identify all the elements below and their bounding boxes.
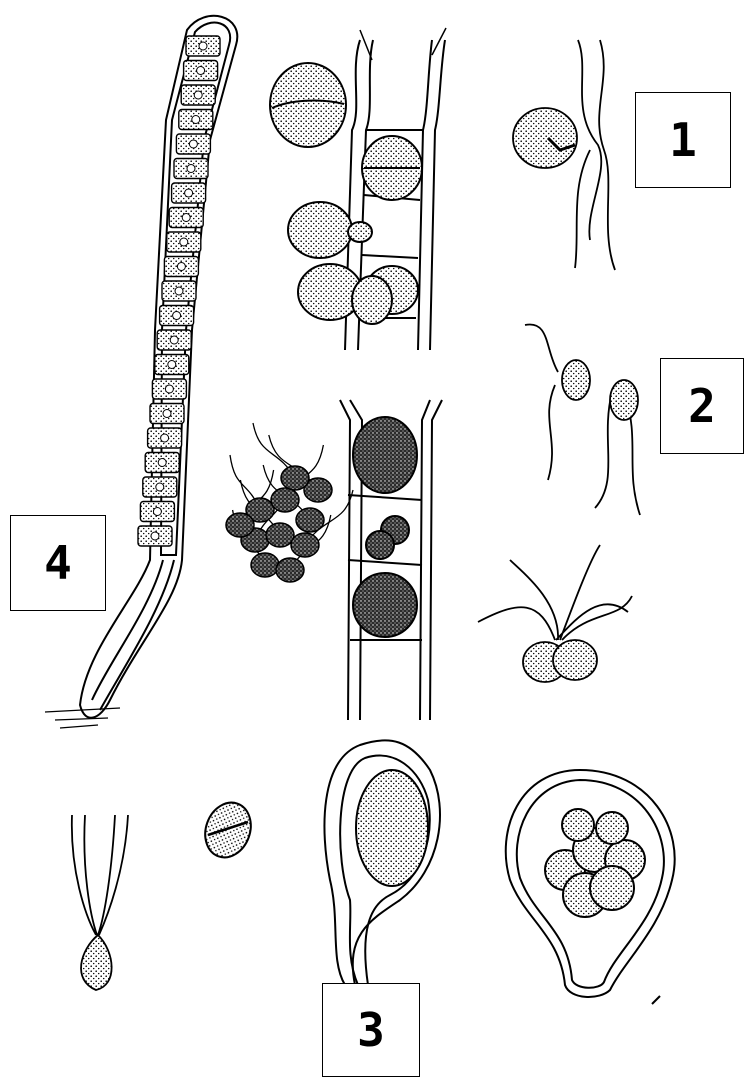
cell-nucleus bbox=[165, 385, 173, 393]
stray-mark bbox=[652, 996, 660, 1004]
zoospore-cluster bbox=[226, 423, 353, 582]
cell-nucleus bbox=[158, 459, 166, 467]
zoospore-1 bbox=[513, 40, 615, 270]
label-box-3: 3 bbox=[322, 983, 420, 1077]
zoospore-pair bbox=[525, 324, 640, 515]
zoospore bbox=[276, 558, 304, 582]
label-box-4: 4 bbox=[10, 515, 106, 611]
label-4-text: 4 bbox=[44, 536, 72, 590]
cell-nucleus bbox=[161, 434, 169, 442]
conjugating-filament-top bbox=[270, 28, 446, 350]
cell-nucleus bbox=[180, 238, 188, 246]
zoospore bbox=[251, 553, 279, 577]
cell-nucleus bbox=[156, 483, 164, 491]
label-box-2: 2 bbox=[660, 358, 744, 454]
zygote-with-spores bbox=[506, 770, 675, 997]
cell-nucleus bbox=[182, 214, 190, 222]
zoospore bbox=[296, 508, 324, 532]
cell-nucleus bbox=[189, 140, 197, 148]
filament-cells bbox=[138, 36, 220, 546]
zoospore bbox=[281, 466, 309, 490]
zoospore bbox=[266, 523, 294, 547]
cell-nucleus bbox=[199, 42, 207, 50]
zoospore bbox=[271, 488, 299, 512]
label-3-text: 3 bbox=[357, 1003, 385, 1057]
cell-nucleus bbox=[175, 287, 183, 295]
cell-nucleus bbox=[173, 312, 181, 320]
cell-nucleus bbox=[177, 263, 185, 271]
stalked-sporangium bbox=[324, 740, 440, 985]
label-box-1: 1 bbox=[635, 92, 731, 188]
label-1-text: 1 bbox=[669, 113, 697, 167]
cell-nucleus bbox=[153, 508, 161, 516]
cell-nucleus bbox=[151, 532, 159, 540]
zoospore bbox=[226, 513, 254, 537]
label-2-text: 2 bbox=[688, 379, 716, 433]
cell-nucleus bbox=[168, 361, 176, 369]
zygote-small bbox=[198, 796, 258, 864]
cell-nucleus bbox=[170, 336, 178, 344]
zoospore-tufted bbox=[478, 545, 632, 682]
conjugating-filament-middle bbox=[340, 400, 442, 720]
cell-nucleus bbox=[187, 165, 195, 173]
cell-nucleus bbox=[185, 189, 193, 197]
cell-nucleus bbox=[163, 410, 171, 418]
cell-nucleus bbox=[197, 67, 205, 75]
biflagellate-gamete bbox=[72, 815, 128, 990]
zoospore bbox=[291, 533, 319, 557]
cell-nucleus bbox=[194, 91, 202, 99]
cell-nucleus bbox=[192, 116, 200, 124]
